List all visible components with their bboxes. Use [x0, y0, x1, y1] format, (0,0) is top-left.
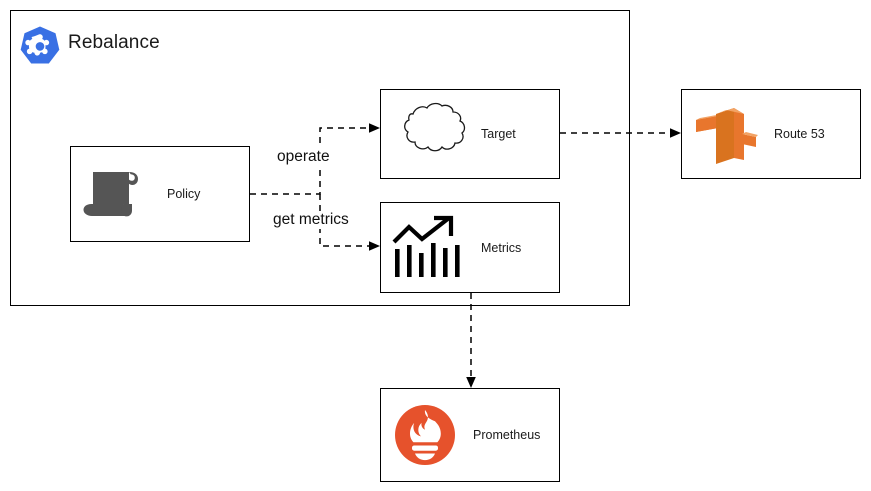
aws-route53-signpost-icon	[692, 98, 758, 170]
edge-label-get-metrics: get metrics	[270, 211, 352, 229]
node-policy[interactable]: Policy	[70, 146, 250, 242]
node-target-label: Target	[481, 127, 516, 141]
node-target[interactable]: Target	[380, 89, 560, 179]
node-route53[interactable]: Route 53	[681, 89, 861, 179]
scroll-icon	[79, 158, 151, 230]
node-policy-label: Policy	[167, 187, 201, 201]
node-prometheus[interactable]: Prometheus	[380, 388, 560, 482]
node-metrics-label: Metrics	[481, 240, 522, 255]
node-prometheus-label: Prometheus	[473, 428, 541, 442]
bar-chart-trend-icon	[391, 215, 465, 281]
edge-label-operate: operate	[274, 148, 333, 166]
kubernetes-icon	[18, 25, 62, 69]
node-route53-label: Route 53	[774, 127, 825, 141]
arrowhead-prometheus	[466, 377, 476, 388]
arrowhead-route53	[670, 128, 681, 138]
node-metrics[interactable]: Metrics	[380, 202, 560, 293]
container-title: Rebalance	[68, 32, 160, 53]
cloud-icon	[387, 100, 475, 168]
prometheus-torch-icon	[391, 401, 459, 469]
